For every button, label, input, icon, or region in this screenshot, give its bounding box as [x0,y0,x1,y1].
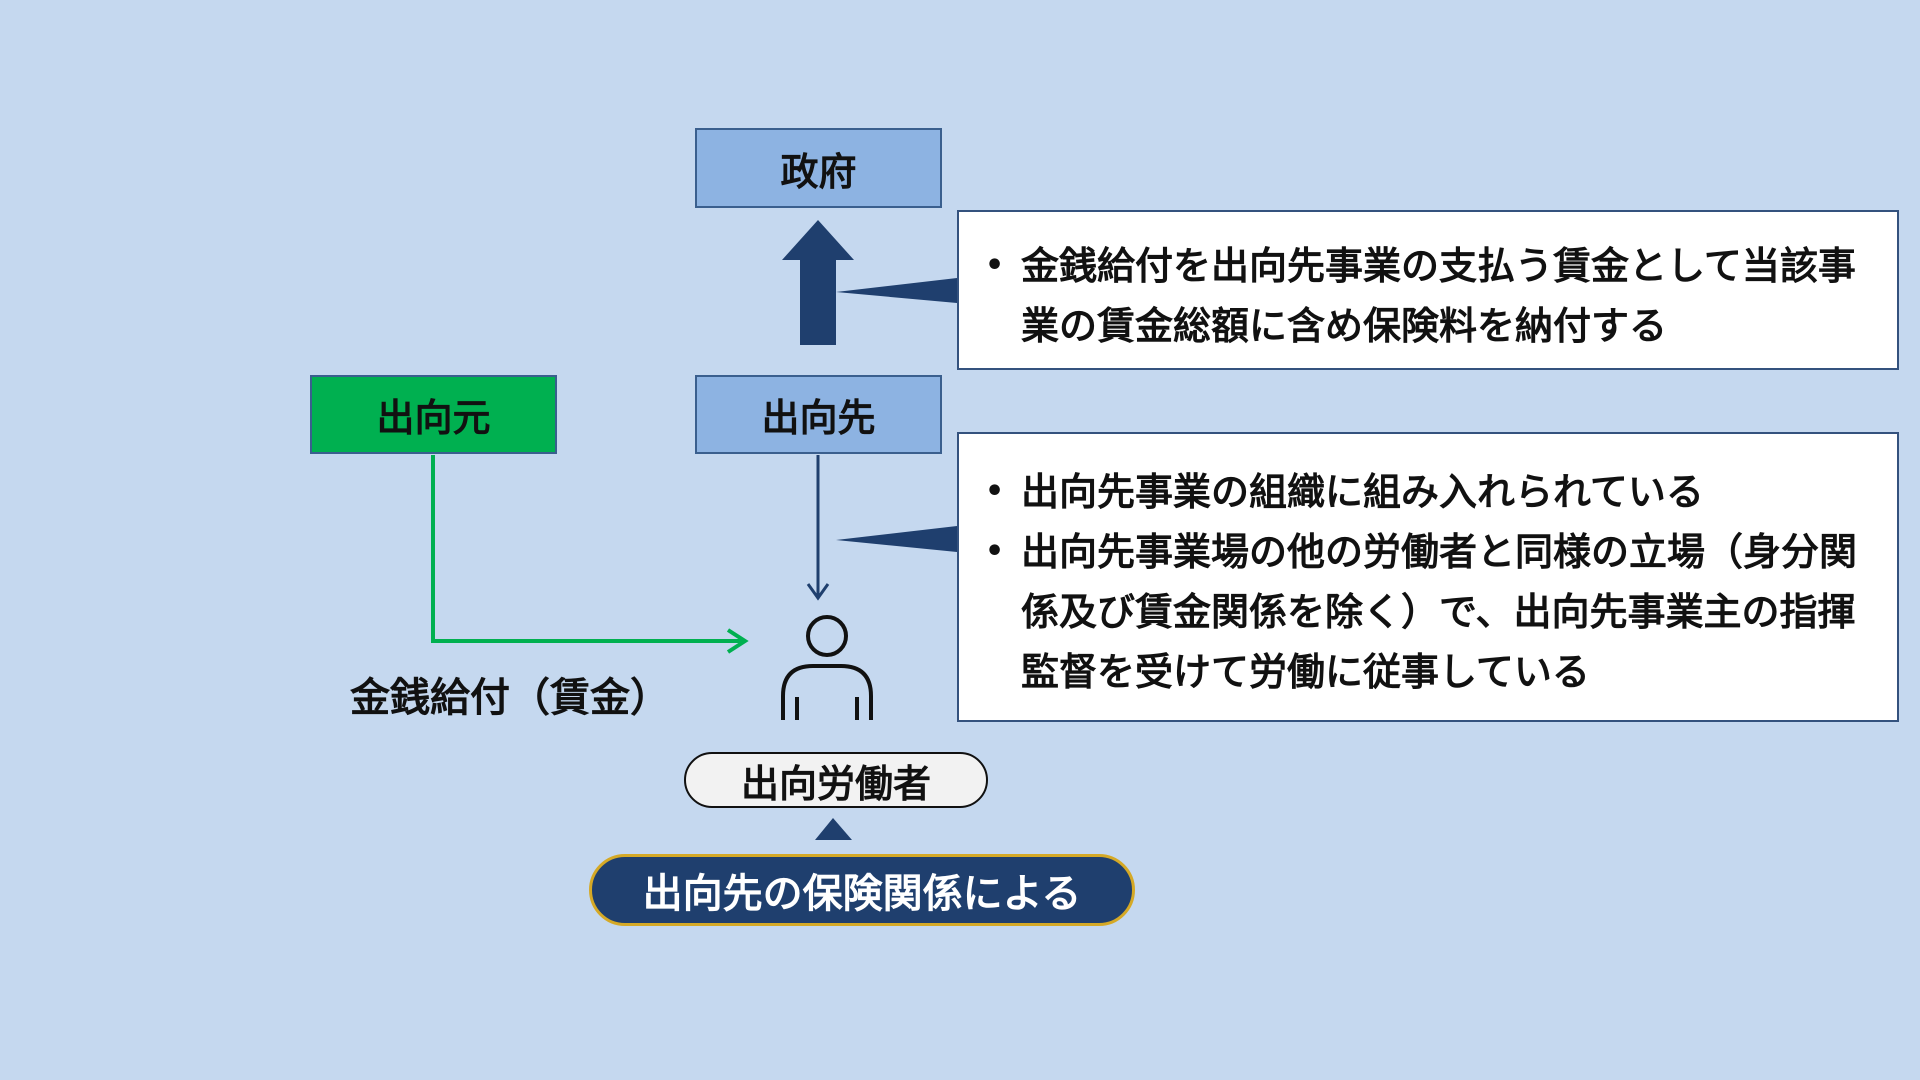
callout-top-pointer [836,278,957,303]
callout-top-list: • 金銭給付を出向先事業の支払う賃金として当該事業の賃金総額に含め保険料を納付す… [981,236,1871,356]
insurance-relation-pill: 出向先の保険関係による [589,854,1135,926]
origin-label: 出向元 [376,396,491,440]
insurance-relation-text: 出向先の保険関係による [642,871,1082,917]
insurance-up-triangle [815,818,852,840]
up-arrow-to-government [782,220,854,345]
callout-top-item-text: 金銭給付を出向先事業の支払う賃金として当該事業の賃金総額に含め保険料を納付する [1021,244,1856,348]
money-payment-label: 金銭給付（賃金） [350,675,670,721]
callout-bottom-item-text: 出向先事業場の他の労働者と同様の立場（身分関係及び賃金関係を除く）で、出向先事業… [1021,530,1858,694]
bullet-icon: • [985,248,1005,283]
down-arrow-head [806,583,830,601]
callout-bottom: • 出向先事業の組織に組み入れられている • 出向先事業場の他の労働者と同様の立… [957,432,1899,722]
worker-label: 出向労働者 [684,752,988,808]
callout-bottom-item-text: 出向先事業の組織に組み入れられている [1021,470,1704,514]
bullet-icon: • [985,474,1005,509]
callout-bottom-item: • 出向先事業の組織に組み入れられている [981,462,1871,522]
bullet-icon: • [985,534,1005,569]
worker-label-text: 出向労働者 [740,761,931,806]
callout-bottom-pointer [836,526,957,552]
government-box: 政府 [695,128,942,208]
destination-label: 出向先 [761,396,876,440]
origin-box: 出向元 [310,375,557,454]
callout-bottom-list: • 出向先事業の組織に組み入れられている • 出向先事業場の他の労働者と同様の立… [981,462,1871,702]
money-flow-arrowhead [726,628,749,654]
money-flow-line [431,455,742,643]
callout-top-item: • 金銭給付を出向先事業の支払う賃金として当該事業の賃金総額に含め保険料を納付す… [981,236,1871,356]
callout-top: • 金銭給付を出向先事業の支払う賃金として当該事業の賃金総額に含め保険料を納付す… [957,210,1899,370]
person-icon [781,615,873,720]
destination-box: 出向先 [695,375,942,454]
government-label: 政府 [780,149,857,194]
callout-bottom-item: • 出向先事業場の他の労働者と同様の立場（身分関係及び賃金関係を除く）で、出向先… [981,522,1871,702]
